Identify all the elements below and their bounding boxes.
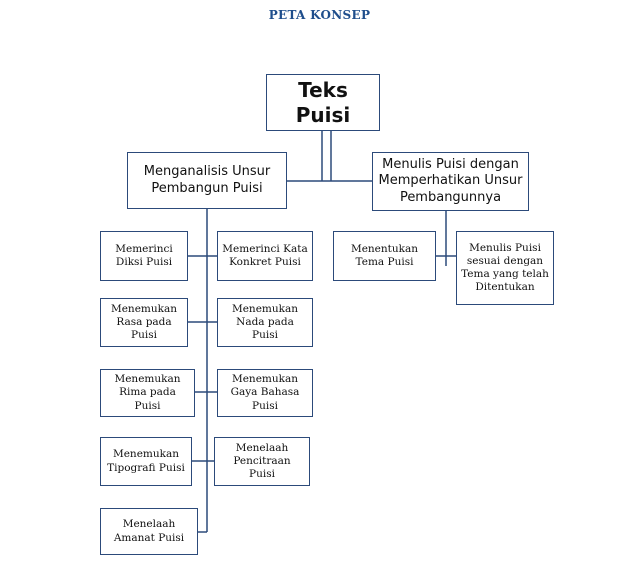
right-branch-label: Menulis Puisi dengan Memperhatikan Unsur… — [378, 157, 523, 205]
concept-label: Menemukan Rima pada Puisi — [114, 373, 181, 412]
concept-node: Menentukan Tema Puisi — [333, 231, 436, 281]
concept-node: Menemukan Gaya Bahasa Puisi — [217, 369, 313, 417]
concept-label: Menemukan Rasa pada Puisi — [110, 302, 178, 342]
concept-label: Menelaah Pencitraan Puisi — [233, 441, 291, 481]
root-node: Teks Puisi — [266, 74, 380, 131]
concept-label: Memerinci Kata Konkret Puisi — [222, 242, 308, 268]
concept-label: Menemukan Nada pada Puisi — [231, 302, 299, 342]
root-node-label: Teks Puisi — [295, 77, 351, 127]
page-title: PETA KONSEP — [268, 8, 371, 22]
concept-node: Menemukan Rasa pada Puisi — [100, 298, 188, 347]
right-branch-node: Menulis Puisi dengan Memperhatikan Unsur… — [372, 152, 529, 211]
concept-node: Menulis Puisi sesuai dengan Tema yang te… — [456, 231, 554, 305]
concept-node: Menelaah Amanat Puisi — [100, 508, 198, 555]
concept-node: Menemukan Tipografi Puisi — [100, 437, 192, 486]
concept-label: Menentukan Tema Puisi — [350, 242, 419, 268]
concept-label: Menulis Puisi sesuai dengan Tema yang te… — [461, 241, 549, 294]
concept-label: Menemukan Tipografi Puisi — [107, 448, 185, 474]
concept-label: Menelaah Amanat Puisi — [113, 518, 185, 544]
left-branch-node: Menganalisis Unsur Pembangun Puisi — [127, 152, 287, 209]
concept-node: Menemukan Rima pada Puisi — [100, 369, 195, 417]
left-branch-label: Menganalisis Unsur Pembangun Puisi — [143, 164, 271, 196]
concept-label: Menemukan Gaya Bahasa Puisi — [230, 373, 300, 412]
concept-node: Menemukan Nada pada Puisi — [217, 298, 313, 347]
concept-node: Memerinci Diksi Puisi — [100, 231, 188, 281]
concept-node: Memerinci Kata Konkret Puisi — [217, 231, 313, 281]
concept-label: Memerinci Diksi Puisi — [115, 242, 173, 268]
concept-node: Menelaah Pencitraan Puisi — [214, 437, 310, 486]
